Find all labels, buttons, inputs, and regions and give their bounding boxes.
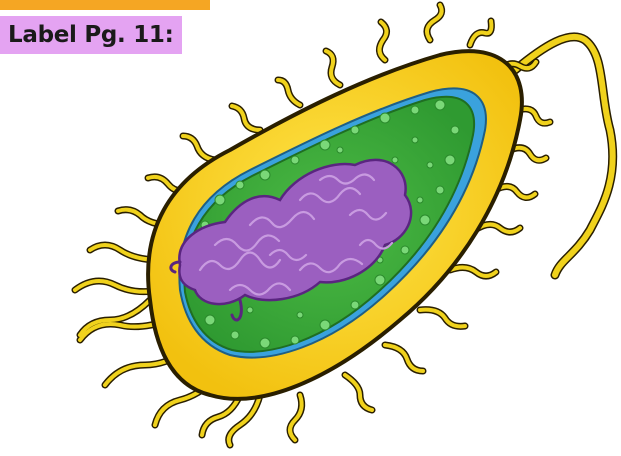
bacterium-cell-illustration bbox=[0, 0, 621, 456]
